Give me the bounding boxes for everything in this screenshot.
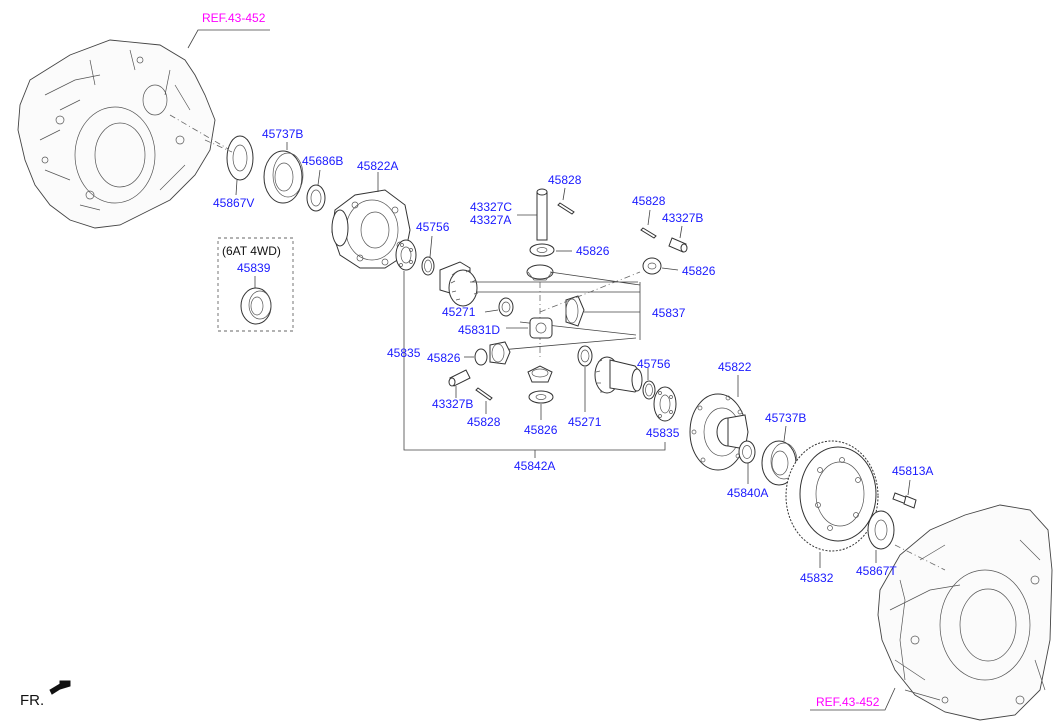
label-45271-right[interactable]: 45271 [568, 415, 602, 429]
thrust-washer-45826-d [528, 390, 554, 404]
direction-label: FR. [20, 692, 44, 709]
label-45822[interactable]: 45822 [718, 360, 752, 374]
label-45822A[interactable]: 45822A [357, 159, 398, 173]
arrow-icon [49, 680, 71, 695]
label-43327B-b[interactable]: 43327B [432, 397, 473, 411]
label-45813A[interactable]: 45813A [892, 464, 933, 478]
label-45828-c[interactable]: 45828 [467, 415, 501, 429]
label-45828-a[interactable]: 45828 [548, 173, 582, 187]
ref-label-bottom[interactable]: REF.43-452 [816, 695, 880, 709]
label-45831D[interactable]: 45831D [458, 323, 500, 337]
label-45835-right[interactable]: 45835 [646, 426, 680, 440]
washer-45835-right [653, 386, 677, 422]
washer-45867V [226, 135, 254, 181]
washer-45835-left [395, 239, 417, 271]
spider-45831D [529, 317, 553, 339]
bearing-45737B-top [263, 150, 304, 204]
ref-label-top[interactable]: REF.43-452 [202, 11, 266, 25]
label-43327B-a[interactable]: 43327B [662, 211, 703, 225]
label-45756-b[interactable]: 45756 [637, 357, 671, 371]
label-45835-left[interactable]: 45835 [387, 346, 421, 360]
label-45271-left[interactable]: 45271 [442, 305, 476, 319]
label-45686B[interactable]: 45686B [302, 154, 343, 168]
snap-ring-45756-b [642, 380, 656, 400]
pin-45828-c [475, 387, 493, 401]
washer-45271-right [577, 345, 593, 367]
label-45737B-top[interactable]: 45737B [262, 127, 303, 141]
washer-45867T [867, 510, 895, 550]
seal-45839 [240, 287, 272, 325]
label-45832[interactable]: 45832 [800, 571, 834, 585]
pin-45828-a [557, 202, 575, 215]
label-45828-b[interactable]: 45828 [632, 194, 666, 208]
pinion-shaft-43327A [536, 188, 548, 241]
label-45826-c[interactable]: 45826 [427, 351, 461, 365]
thrust-washer-45826-a [529, 243, 555, 257]
label-45756-top[interactable]: 45756 [416, 220, 450, 234]
shaft-43327B-a [668, 237, 688, 253]
label-45737B-bottom[interactable]: 45737B [765, 411, 806, 425]
label-45826-a[interactable]: 45826 [576, 244, 610, 258]
pin-45828-b [640, 227, 657, 239]
pinion-gear-left [489, 341, 511, 365]
side-gear-left [439, 261, 479, 307]
thrust-washer-45826-c [474, 348, 488, 366]
label-45839[interactable]: 45839 [237, 261, 271, 275]
pinion-gear-right [565, 295, 585, 327]
side-gear-right [594, 356, 643, 394]
ring-gear-45832 [785, 440, 879, 552]
washer-45271-left [498, 297, 514, 317]
pinion-gear-top [526, 264, 554, 281]
label-45840A[interactable]: 45840A [727, 486, 768, 500]
snap-ring-45756-top [421, 256, 435, 276]
label-43327C[interactable]: 43327C [470, 200, 512, 214]
transmission-case-top-left [17, 39, 216, 229]
thrust-washer-45826-b [642, 257, 662, 275]
option-box-title: (6AT 4WD) [222, 244, 281, 258]
label-45867V[interactable]: 45867V [213, 196, 254, 210]
ring-45686B [306, 184, 326, 212]
ring-45840A [738, 440, 756, 464]
label-45867T[interactable]: 45867T [856, 564, 897, 578]
label-45837[interactable]: 45837 [652, 306, 686, 320]
bolt-45813A [892, 492, 917, 509]
option-box: (6AT 4WD) 45839 [217, 237, 294, 332]
pinion-gear-bottom [527, 365, 553, 383]
label-43327A[interactable]: 43327A [470, 213, 511, 227]
label-45842A[interactable]: 45842A [514, 459, 555, 473]
transmission-case-bottom-right [877, 504, 1053, 721]
label-45826-d[interactable]: 45826 [524, 423, 558, 437]
label-45826-b[interactable]: 45826 [682, 264, 716, 278]
differential-case-45822 [689, 393, 749, 471]
shaft-43327B-b [448, 369, 471, 387]
